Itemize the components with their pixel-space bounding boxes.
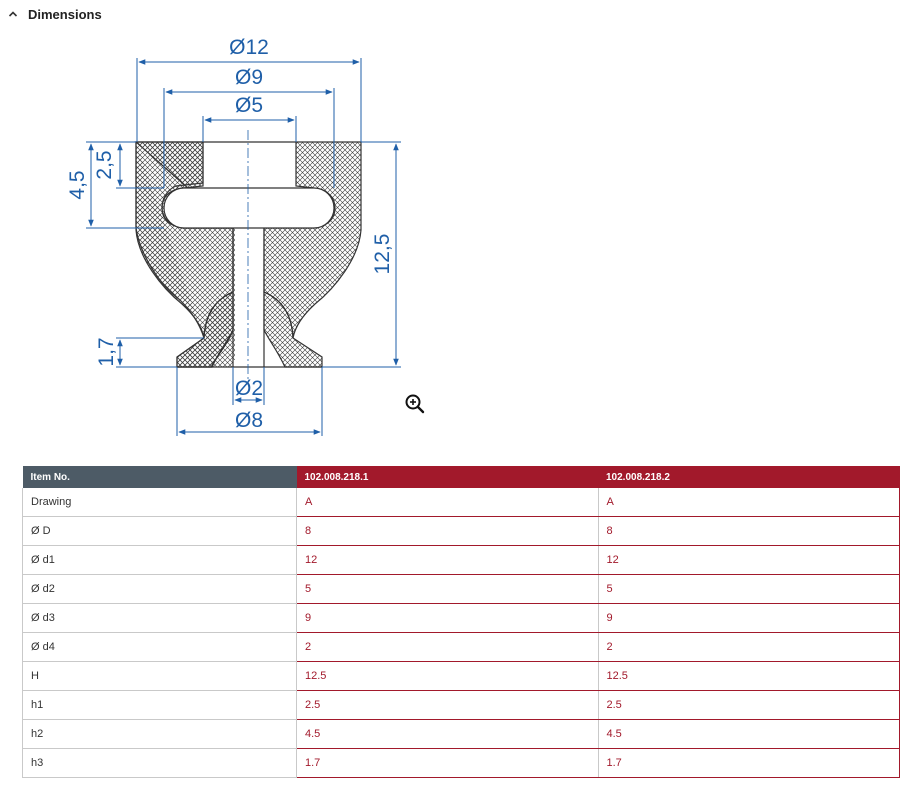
row-label: h3: [22, 748, 297, 778]
row-label: Ø d3: [22, 603, 297, 633]
dim-D-label: Ø8: [235, 409, 263, 432]
dimensions-section-toggle[interactable]: Dimensions: [6, 4, 102, 24]
dimension-drawing: Ø12 Ø9 Ø5 4,5 2,5 12,5 1,7 Ø2 Ø8: [66, 36, 401, 436]
row-value: 4.5: [296, 719, 599, 749]
row-value: 2.5: [597, 690, 900, 720]
row-label: Drawing: [22, 488, 297, 517]
header-item-no: Item No.: [22, 466, 297, 488]
chevron-up-icon: [8, 11, 18, 17]
row-value: 9: [296, 603, 599, 633]
row-value: 9: [597, 603, 900, 633]
dim-h2-label: 4,5: [66, 170, 89, 199]
row-value: 1.7: [597, 748, 900, 778]
row-value: A: [597, 488, 900, 517]
row-value: 2: [296, 632, 599, 662]
row-value: 1.7: [296, 748, 599, 778]
row-value: 2.5: [296, 690, 599, 720]
row-value: A: [296, 488, 599, 517]
dim-d3-label: Ø9: [235, 66, 263, 89]
dim-d1-label: Ø12: [229, 36, 269, 59]
row-value: 12: [597, 545, 900, 575]
dim-d4-label: Ø2: [235, 377, 263, 400]
row-value: 12: [296, 545, 599, 575]
specification-table: Item No. 102.008.218.1 102.008.218.2 Dra…: [22, 466, 900, 778]
dim-h1-label: 2,5: [93, 150, 116, 179]
row-label: h2: [22, 719, 297, 749]
row-value: 12.5: [597, 661, 900, 691]
row-label: h1: [22, 690, 297, 720]
row-value: 8: [296, 516, 599, 546]
dim-h3-label: 1,7: [95, 337, 118, 366]
row-label: Ø d2: [22, 574, 297, 604]
row-value: 8: [597, 516, 900, 546]
row-value: 4.5: [597, 719, 900, 749]
section-title: Dimensions: [28, 6, 102, 22]
row-value: 2: [597, 632, 900, 662]
dim-H-label: 12,5: [371, 234, 394, 275]
zoom-in-icon[interactable]: [404, 393, 426, 415]
row-value: 5: [597, 574, 900, 604]
cup-cross-section: [134, 130, 362, 380]
row-label: Ø d4: [22, 632, 297, 662]
row-label: Ø d1: [22, 545, 297, 575]
header-item-2: 102.008.218.2: [598, 466, 900, 488]
row-value: 12.5: [296, 661, 599, 691]
dim-d2-label: Ø5: [235, 94, 263, 117]
dimension-lines: [86, 58, 401, 436]
header-item-1: 102.008.218.1: [296, 466, 598, 488]
row-value: 5: [296, 574, 599, 604]
row-label: H: [22, 661, 297, 691]
row-label: Ø D: [22, 516, 297, 546]
table-header-row: Item No. 102.008.218.1 102.008.218.2: [22, 466, 900, 488]
